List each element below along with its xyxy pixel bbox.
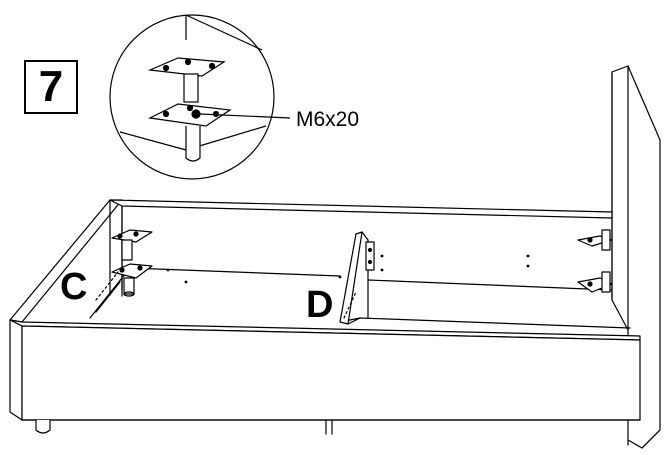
inner-rail-lines [89, 267, 631, 329]
label-d: D [306, 284, 334, 326]
headboard [611, 65, 661, 449]
center-bracket [365, 241, 375, 271]
pilot-holes [166, 254, 530, 284]
foot-rail [9, 319, 641, 421]
label-c: C [60, 266, 88, 308]
step-number: 7 [38, 62, 64, 111]
bolt-callout-label: M6x20 [296, 108, 360, 131]
head-bracket-upper [577, 229, 613, 251]
detail-magnifier [109, 14, 291, 180]
side-rail-back [109, 199, 613, 291]
step-number-box: 7 [24, 60, 78, 114]
legs [35, 419, 333, 435]
corner-bracket-upper-left [111, 229, 153, 261]
center-beam [339, 231, 369, 325]
corner-bracket-lower-left [111, 263, 153, 297]
head-bracket-lower [577, 271, 613, 293]
